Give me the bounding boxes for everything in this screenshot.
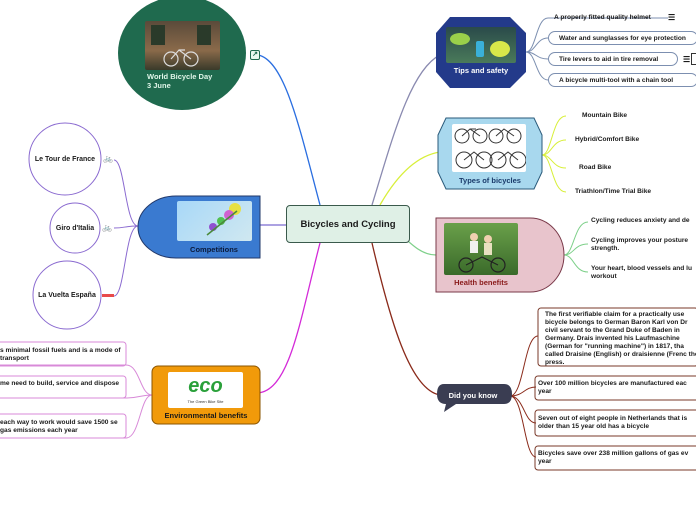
link-icon[interactable]: ↗ (250, 50, 260, 60)
central-topic[interactable]: Bicycles and Cycling (286, 205, 410, 243)
type-triathlon[interactable]: Triathlon/Time Trial Bike (575, 188, 652, 195)
competition-la-vuelta[interactable]: La Vuelta España (38, 291, 96, 299)
environment-title: Environmental benefits (164, 411, 248, 420)
tips-item-tire-levers[interactable]: Tire levers to aid in tire removal (548, 52, 678, 66)
health-photo (444, 223, 518, 275)
type-road[interactable]: Road Bike (579, 164, 612, 171)
eco-logo-text: eco (188, 375, 223, 397)
bike-day-date: 3 June (147, 81, 171, 90)
notes-icon[interactable]: ☰ (668, 13, 676, 22)
competition-tour-de-france[interactable]: Le Tour de France (34, 155, 96, 163)
know-item-production[interactable]: Over 100 million bicycles are manufactur… (538, 380, 687, 395)
health-title: Health benefits (454, 278, 508, 287)
health-item-anxiety[interactable]: Cycling reduces anxiety and de (591, 217, 690, 224)
tips-title: Tips and safety (453, 66, 509, 75)
know-node-shape (437, 384, 512, 412)
type-hybrid[interactable]: Hybrid/Comfort Bike (575, 136, 640, 143)
types-photo (452, 124, 526, 172)
tips-item-water[interactable]: Water and sunglasses for eye protection (548, 31, 696, 45)
competitions-title: Competitions (190, 245, 238, 254)
notes-icon-2[interactable]: ☰ (683, 55, 691, 64)
tips-item-multitool[interactable]: A bicycle multi-tool with a chain tool (548, 73, 696, 87)
know-item-netherlands[interactable]: Seven out of eight people in Netherlands… (538, 415, 688, 430)
eco-logo-subtext: The Green Bike Site (187, 399, 224, 404)
attachment-icon[interactable] (691, 53, 696, 65)
competitions-photo (177, 201, 252, 241)
environment-item-emissions[interactable]: each way to work would save 1500 se gas … (0, 419, 118, 434)
competition-giro-d-italia[interactable]: Giro d'Italia (55, 224, 95, 232)
flag-icon (102, 294, 114, 297)
bike-day-title: World Bicycle Day (147, 72, 213, 81)
know-item-history[interactable]: The first verifiable claim for a practic… (545, 311, 696, 366)
type-mountain[interactable]: Mountain Bike (582, 112, 628, 119)
bicycle-icon: 🚲 (103, 154, 113, 163)
environment-item-dispose[interactable]: me need to build, service and dispose (0, 380, 120, 387)
environment-item-fuel[interactable]: s minimal fossil fuels and is a mode of … (0, 347, 121, 362)
types-title: Types of bicycles (459, 176, 521, 185)
environment-logo: eco The Green Bike Site (168, 372, 243, 408)
know-item-gas[interactable]: Bicycles save over 238 million gallons o… (538, 450, 689, 465)
bike-day-photo (145, 21, 220, 70)
know-title: Did you know (448, 391, 498, 400)
tips-photo (446, 27, 516, 63)
bicycle-icon-2: 🚲 (102, 223, 112, 232)
health-item-heart[interactable]: Your heart, blood vessels and lu workout (591, 265, 693, 280)
health-item-posture[interactable]: Cycling improves your posture strength. (591, 237, 689, 252)
tips-item-helmet[interactable]: A properly fitted quality helmet (554, 14, 651, 21)
